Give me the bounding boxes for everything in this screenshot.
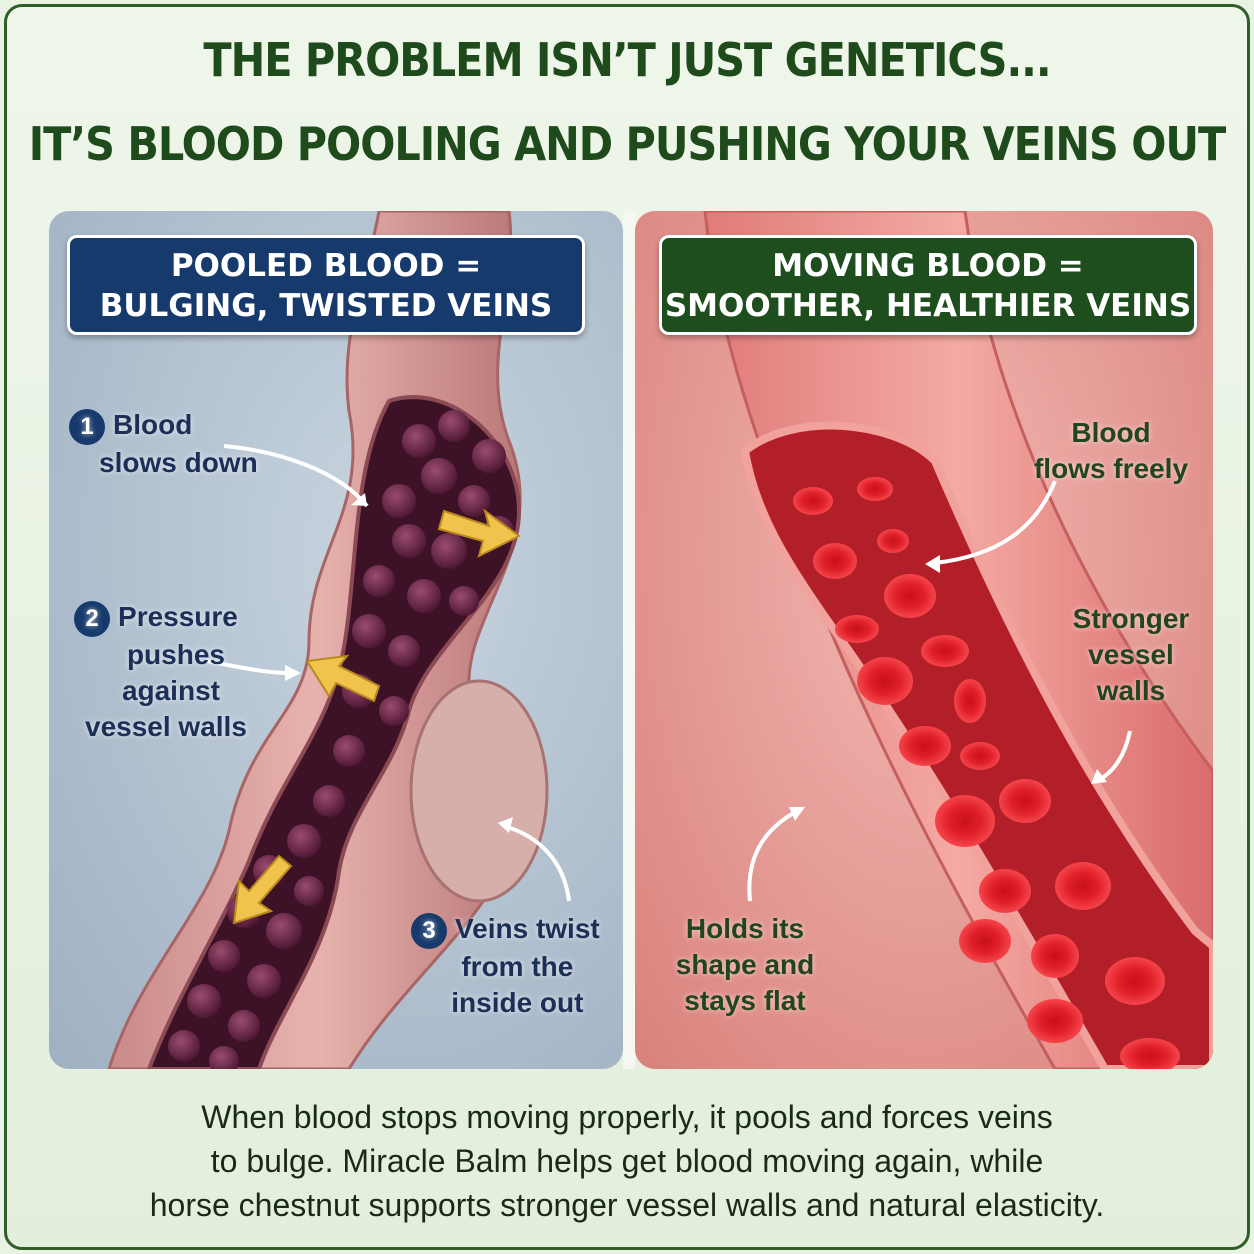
footer-line-1: When blood stops moving properly, it poo… — [201, 1099, 1053, 1135]
callout-stronger-walls: Stronger vessel walls — [1051, 601, 1211, 709]
callout-1-line-2: slows down — [99, 446, 258, 478]
pooled-blood-title-line-1: POOLED BLOOD = — [170, 248, 482, 284]
moving-blood-title-line-1: MOVING BLOOD = — [772, 248, 1084, 284]
pooled-vein-illustration — [107, 211, 571, 1069]
flowing-blood-cells — [793, 477, 1180, 1069]
callout-arrows — [206, 444, 571, 902]
callout-number-1: 1 — [69, 408, 105, 445]
callout-3-line-1: Veins twist — [455, 913, 600, 944]
callout-2-line-3: against — [121, 674, 220, 706]
callout-veins-twist: 3 Veins twist from the inside out — [411, 911, 600, 1021]
pressure-arrows — [232, 508, 521, 925]
moving-blood-panel: MOVING BLOOD = SMOOTHER, HEALTHIER VEINS… — [635, 211, 1213, 1069]
callout-holds-shape: Holds its shape and stays flat — [655, 911, 835, 1019]
healthy-vein-illustration — [703, 211, 1213, 1069]
callout-1-line-1: Blood — [113, 409, 193, 440]
callout-number-3: 3 — [411, 912, 447, 949]
callout-flows-line-2: flows freely — [1033, 453, 1189, 484]
callout-3-line-3: inside out — [451, 986, 584, 1018]
footer-line-3: horse chestnut supports stronger vessel … — [149, 1187, 1105, 1223]
panel-divider — [623, 211, 635, 1069]
callout-walls-line-2: vessel — [1088, 639, 1174, 670]
pooled-blood-title-line-2: BULGING, TWISTED VEINS — [99, 288, 553, 324]
callout-walls-line-3: walls — [1096, 675, 1166, 706]
callout-number-2: 2 — [74, 600, 111, 637]
callout-flows-line-1: Blood — [1071, 417, 1151, 448]
callout-shape-line-1: Holds its — [685, 913, 805, 944]
callout-2-line-4: vessel walls — [85, 710, 247, 742]
callout-blood-slows: 1 Blood slows down — [69, 407, 258, 481]
infographic-frame: THE PROBLEM ISN’T JUST GENETICS... IT’S … — [4, 4, 1250, 1250]
moving-blood-title: MOVING BLOOD = SMOOTHER, HEALTHIER VEINS — [659, 235, 1197, 335]
callout-shape-line-2: shape and — [675, 949, 815, 980]
callout-shape-line-3: stays flat — [684, 985, 806, 1016]
moving-blood-title-line-2: SMOOTHER, HEALTHIER VEINS — [664, 288, 1192, 324]
headline-line-2: IT’S BLOOD POOLING AND PUSHING YOUR VEIN… — [28, 117, 1226, 171]
footer-description: When blood stops moving properly, it poo… — [7, 1095, 1247, 1227]
headline-line-1: THE PROBLEM ISN’T JUST GENETICS... — [203, 33, 1051, 87]
callout-2-line-1: Pressure — [118, 601, 238, 632]
callout-2-line-2: pushes — [126, 638, 225, 670]
callout-blood-flows: Blood flows freely — [1011, 415, 1211, 487]
callout-3-line-2: from the — [461, 950, 574, 982]
callout-walls-line-1: Stronger — [1072, 603, 1190, 634]
pooled-blood-title: POOLED BLOOD = BULGING, TWISTED VEINS — [67, 235, 585, 335]
footer-line-2: to bulge. Miracle Balm helps get blood m… — [210, 1143, 1044, 1179]
